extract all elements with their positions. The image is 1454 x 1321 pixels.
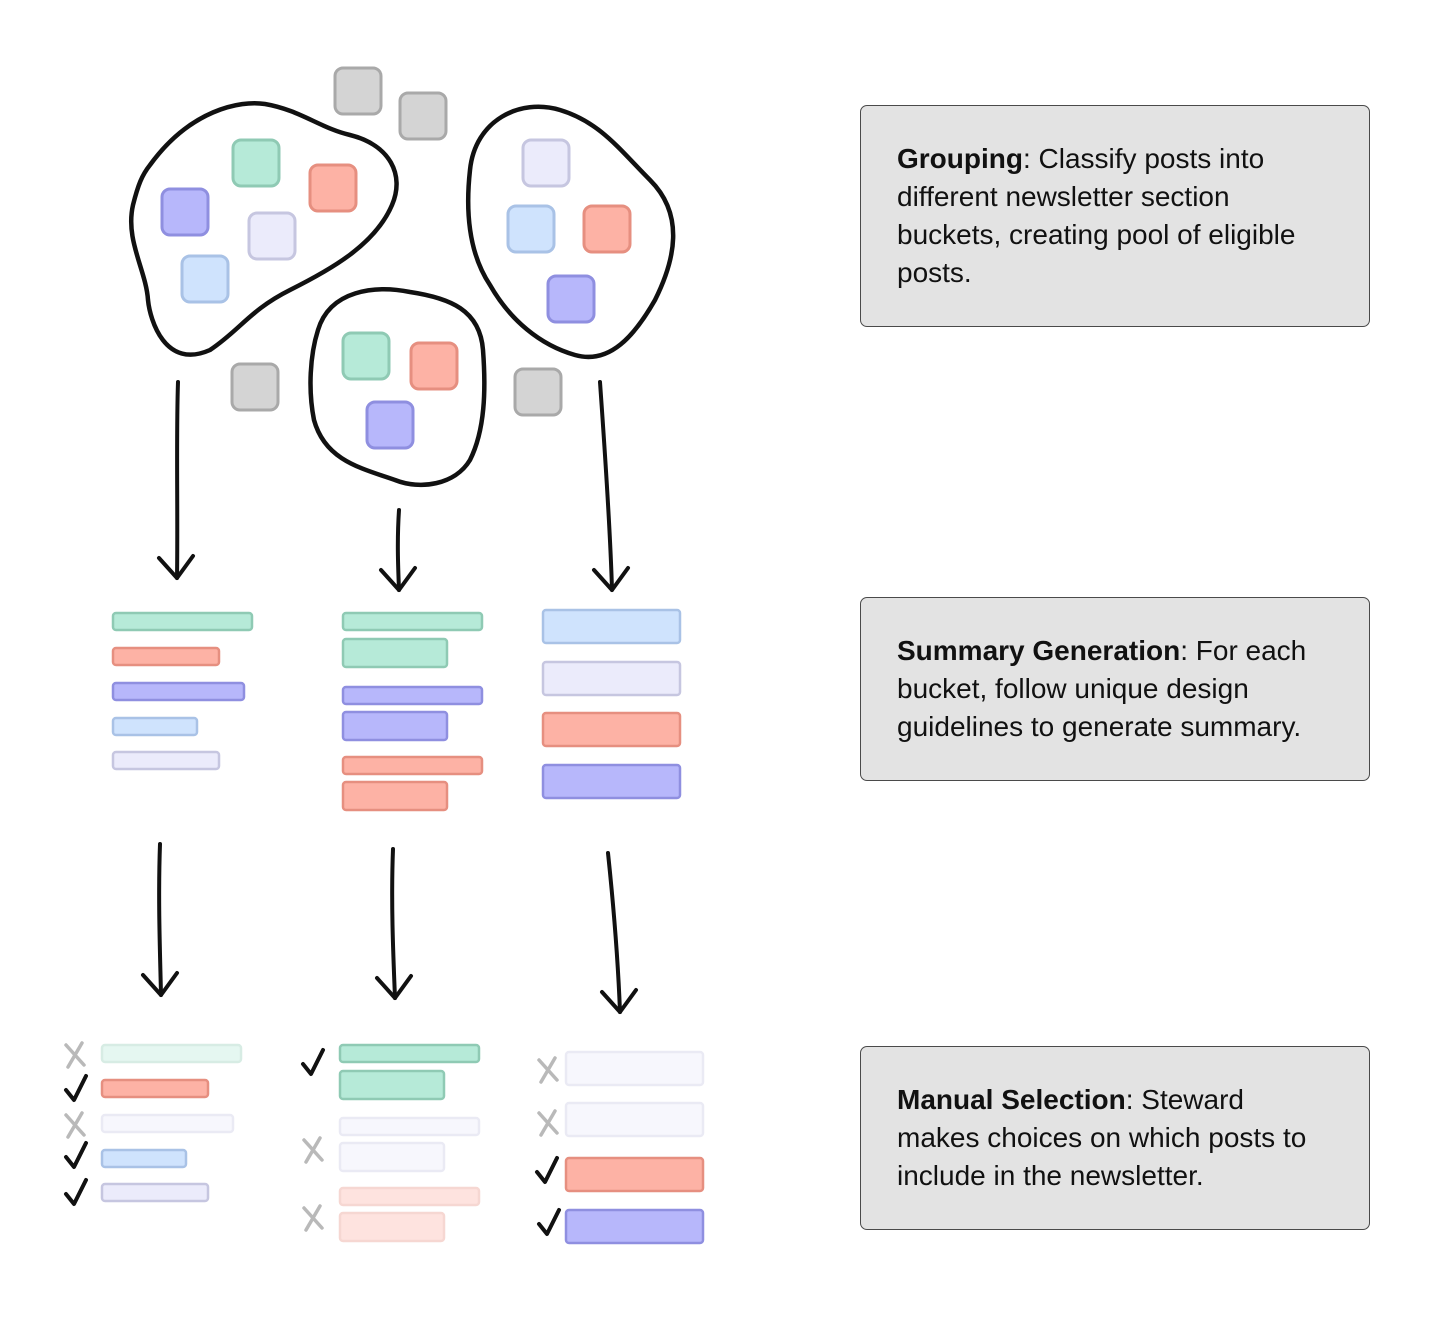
summary-bar (541, 608, 682, 645)
post-card-unclassified (513, 367, 563, 417)
cluster-outline-right (465, 104, 676, 360)
summary-bar (341, 780, 449, 812)
cluster-outline-middle (308, 287, 487, 488)
cross-icon (302, 1136, 324, 1164)
selection-bar (100, 1113, 235, 1134)
summary-bar (341, 710, 449, 742)
check-icon (301, 1048, 325, 1076)
selection-bar (564, 1156, 705, 1193)
post-card (546, 274, 596, 324)
summary-bar (541, 660, 682, 697)
step-box-grouping: Grouping: Classify posts into different … (860, 105, 1370, 327)
cluster-outline-left (128, 101, 399, 357)
cross-icon (537, 1056, 559, 1084)
step-title: Manual Selection (897, 1084, 1126, 1115)
arrow-down-icon (157, 554, 195, 580)
step-text: : Steward makes choices on which posts t… (897, 1084, 1307, 1191)
summary-bar (541, 763, 682, 800)
step-description: Grouping: Classify posts into different … (897, 140, 1333, 292)
step-text: : Classify posts into different newslett… (897, 143, 1296, 288)
step-box-manual-selection: Manual Selection: Steward makes choices … (860, 1046, 1370, 1230)
cross-icon (302, 1204, 324, 1232)
selection-bar (100, 1078, 210, 1099)
summary-bar (111, 681, 246, 702)
post-card (409, 341, 459, 391)
post-card (341, 331, 391, 381)
selection-bar (100, 1182, 210, 1203)
post-card (521, 138, 571, 188)
cross-icon (64, 1111, 86, 1139)
summary-bar (111, 716, 199, 737)
arrow-down-icon (379, 566, 417, 592)
post-card (365, 400, 415, 450)
post-card (582, 204, 632, 254)
post-card-unclassified (398, 91, 448, 141)
check-icon (535, 1156, 559, 1184)
arrow-line (606, 851, 622, 1014)
check-icon (64, 1074, 88, 1102)
arrow-line (157, 842, 163, 997)
arrow-down-icon (141, 971, 179, 997)
summary-bar (341, 755, 484, 776)
selection-bar (338, 1141, 446, 1173)
summary-bar (111, 646, 221, 667)
selection-bar (564, 1208, 705, 1245)
check-icon (64, 1141, 88, 1169)
step-description: Summary Generation: For each bucket, fol… (897, 632, 1333, 746)
post-card (247, 211, 297, 261)
post-card (308, 163, 358, 213)
arrow-line (390, 847, 397, 1000)
post-card (160, 187, 210, 237)
summary-bar (111, 750, 221, 771)
arrow-down-icon (592, 566, 630, 592)
selection-bar (338, 1043, 481, 1064)
check-icon (64, 1178, 88, 1206)
cross-icon (64, 1041, 86, 1069)
selection-bar (100, 1148, 188, 1169)
arrow-line (175, 380, 180, 580)
summary-bar (341, 611, 484, 632)
arrow-down-icon (375, 974, 413, 1000)
selection-bar (564, 1050, 705, 1087)
post-card (180, 254, 230, 304)
step-title: Summary Generation (897, 635, 1181, 666)
step-description: Manual Selection: Steward makes choices … (897, 1081, 1333, 1195)
post-card (231, 138, 281, 188)
arrow-line (598, 380, 614, 592)
cross-icon (537, 1109, 559, 1137)
selection-bar (338, 1211, 446, 1243)
selection-bar (338, 1116, 481, 1137)
summary-bar (111, 611, 254, 632)
arrow-down-icon (600, 988, 638, 1014)
post-card-unclassified (230, 362, 280, 412)
step-box-summary-generation: Summary Generation: For each bucket, fol… (860, 597, 1370, 781)
selection-bar (338, 1069, 446, 1101)
arrow-line (395, 508, 401, 592)
post-card (506, 204, 556, 254)
selection-bar (100, 1043, 243, 1064)
step-title: Grouping (897, 143, 1023, 174)
selection-bar (338, 1186, 481, 1207)
post-card-unclassified (333, 66, 383, 116)
summary-bar (541, 711, 682, 748)
summary-bar (341, 637, 449, 669)
summary-bar (341, 685, 484, 706)
step-text: : For each bucket, follow unique design … (897, 635, 1307, 742)
check-icon (537, 1208, 561, 1236)
selection-bar (564, 1101, 705, 1138)
